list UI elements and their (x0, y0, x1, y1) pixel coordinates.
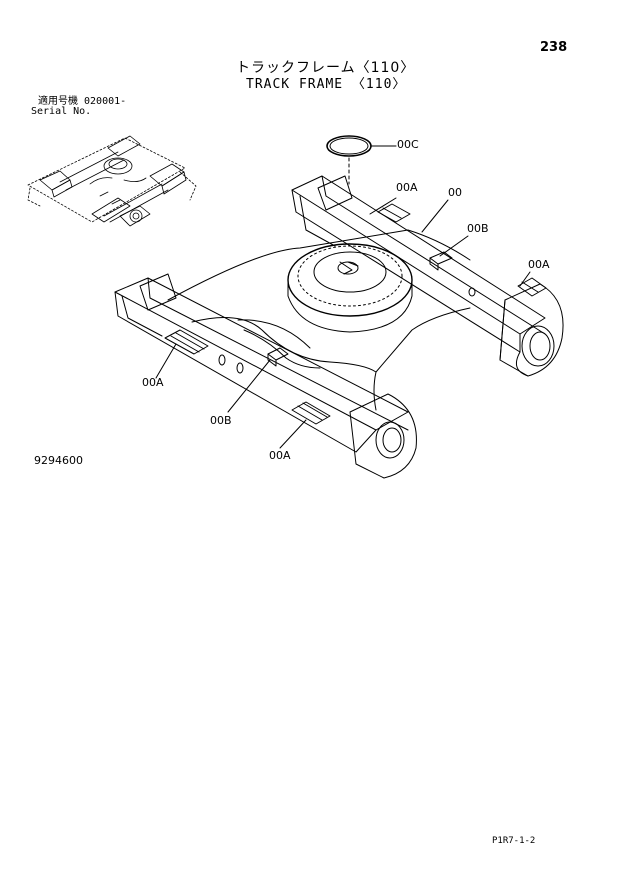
callout-00a-right: 00A (528, 258, 550, 271)
callout-00a-left: 00A (142, 376, 164, 389)
serial-label-japanese: 適用号機 020001- (38, 96, 127, 107)
pad-00b-lower (267, 347, 289, 361)
page-title-japanese: トラックフレーム〈110〉 (236, 60, 416, 76)
reference-thumbnail (27, 135, 197, 227)
guard-block-bottom (291, 401, 331, 425)
drawing-number: 9294600 (34, 454, 83, 467)
callout-00c: 00C (397, 138, 419, 151)
pad-00b-upper (429, 251, 453, 265)
callout-00b-right: 00B (467, 222, 489, 235)
callout-00: 00 (448, 186, 462, 199)
callout-00a-top: 00A (396, 181, 418, 194)
callout-00a-bottom: 00A (269, 449, 291, 462)
guard-block-top (377, 203, 411, 223)
track-frame-assembly (114, 135, 564, 479)
guard-block-right (517, 277, 547, 297)
guard-block-left (164, 329, 209, 355)
page-title-english: TRACK FRAME 〈110〉 (246, 77, 407, 92)
page-number: 238 (540, 40, 568, 55)
serial-label-english: Serial No. (31, 106, 92, 117)
footer-page-code: P1R7-1-2 (492, 836, 536, 846)
callout-00b-bottom: 00B (210, 414, 232, 427)
seal-ring-00c (326, 135, 372, 157)
